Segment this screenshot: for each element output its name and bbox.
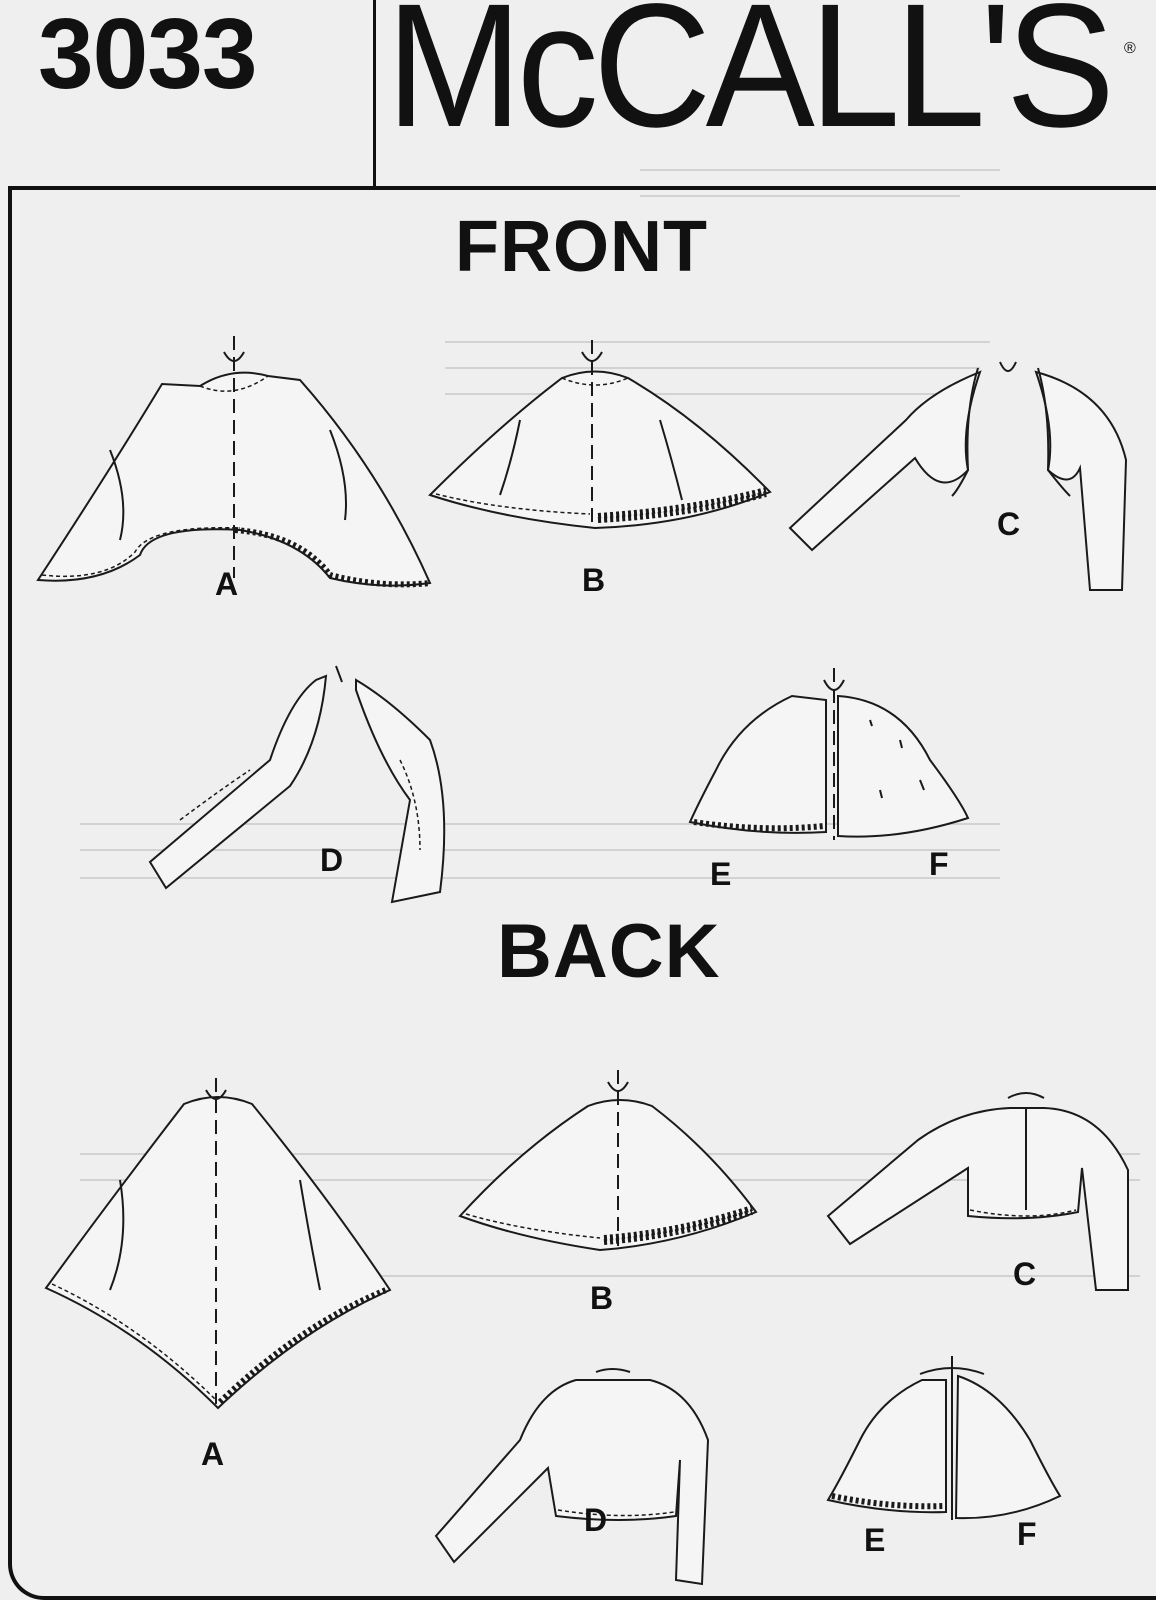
back-view-b-label: B [590,1280,614,1316]
front-view-d-drawing [148,665,446,904]
back-view-c-label: C [1013,1256,1037,1292]
front-view-c-label: C [997,506,1021,542]
back-view-a-label: A [201,1436,225,1472]
back-section-title: BACK [497,909,721,994]
back-view-ef-drawing [826,1356,1062,1520]
back-view-a-drawing [44,1078,392,1410]
back-view-f-label: F [1017,1516,1037,1552]
illustration-frame [8,186,1156,1600]
pattern-number: 3033 [38,0,257,110]
front-view-a-label: A [215,566,239,602]
brand-logo: McCALL'S [386,0,1115,164]
back-view-e-label: E [864,1522,886,1558]
front-view-c-drawing [788,361,1128,591]
front-view-a-drawing [36,336,432,588]
registered-mark: ® [1124,40,1136,57]
front-view-e-label: E [710,856,732,892]
front-view-d-label: D [320,842,344,878]
front-view-b-drawing [428,340,772,530]
header-divider [373,0,376,186]
front-section-title: FRONT [455,207,708,287]
back-view-b-drawing [458,1070,758,1252]
back-view-c-drawing [826,1092,1129,1291]
front-view-f-label: F [929,846,949,882]
front-view-ef-drawing [688,668,970,840]
back-view-d-drawing [434,1368,710,1586]
front-view-b-label: B [582,562,606,598]
back-view-d-label: D [584,1502,608,1538]
